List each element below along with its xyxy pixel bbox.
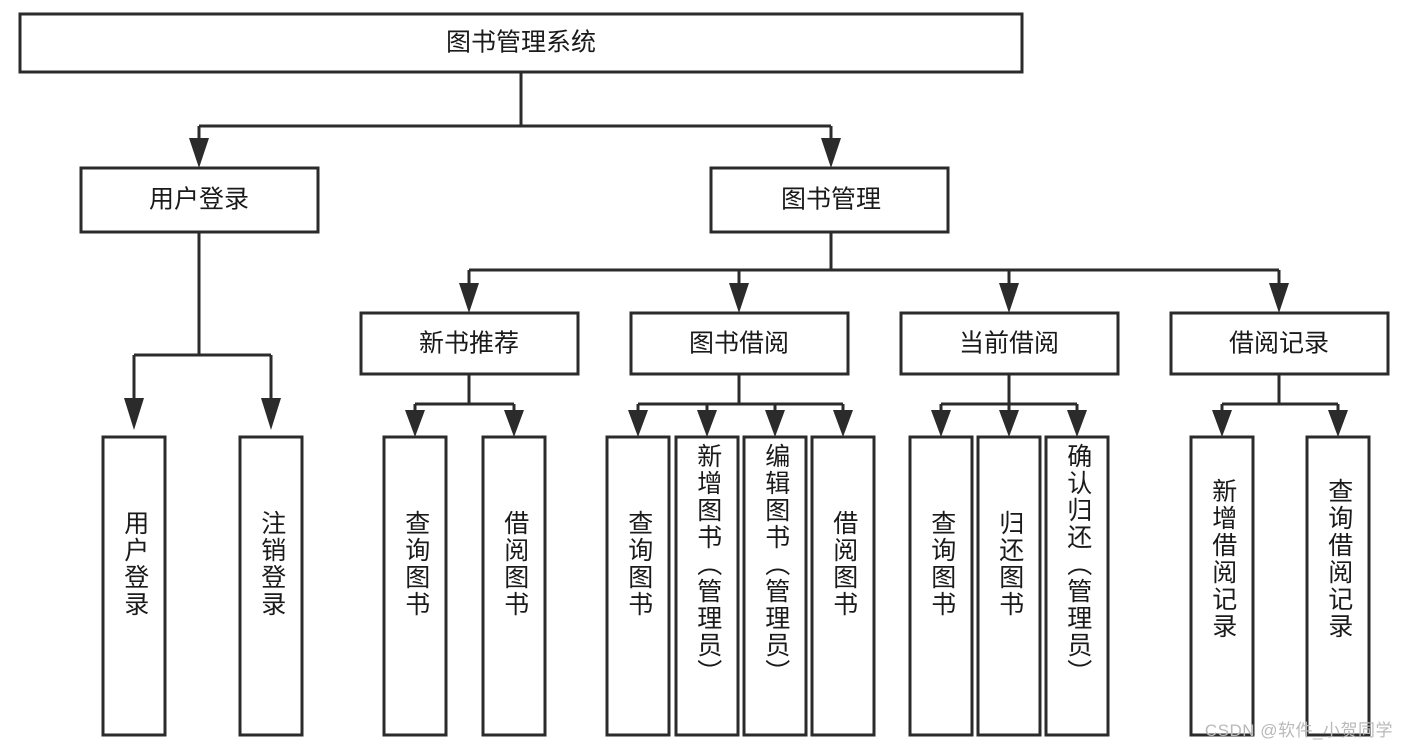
label-leaf-cur-confirm: 确认归还（管理员） [1063,443,1092,686]
node-box-leaf-rec-add[interactable] [1189,435,1255,737]
arrow-head-book-borrow [729,283,749,313]
label-leaf-rec-borrow: 借阅图书 [500,510,529,618]
label-leaf-borrow-add: 新增图书（管理员） [693,443,722,686]
connector-group-book-borrow [628,374,853,437]
label-root: 图书管理系统 [446,29,596,57]
arrow-head-leaf-rec-borrow [504,410,524,437]
node-box-leaf-cur-query[interactable] [908,435,974,737]
node-box-leaf-user-login[interactable] [101,435,167,737]
arrow-head-borrow-record [1269,283,1289,313]
arrow-head-leaf-cur-confirm [1067,410,1087,437]
label-leaf-user-login: 用户登录 [120,510,149,618]
connector-group-user-login [124,232,281,430]
node-box-book-manage[interactable] [709,166,950,234]
arrow-head-user-login [189,138,209,168]
label-new-book-rec: 新书推荐 [419,330,519,358]
node-box-new-book-rec[interactable] [359,311,580,376]
arrow-head-new-book-rec [459,283,479,313]
arrow-head-leaf-cur-return [999,410,1019,437]
arrow-head-leaf-borrow-edit [765,410,785,437]
label-leaf-user-logout: 注销登录 [257,510,286,618]
arrow-head-leaf-borrow-do [833,410,853,437]
node-box-leaf-borrow-query[interactable] [605,435,671,737]
label-leaf-borrow-edit: 编辑图书（管理员） [761,443,790,686]
connector-group-current-borrow [931,374,1087,437]
node-box-current-borrow[interactable] [899,311,1120,376]
label-current-borrow: 当前借阅 [959,330,1059,358]
label-leaf-rec-add: 新增借阅记录 [1208,478,1237,640]
label-leaf-cur-return: 归还图书 [995,510,1024,618]
arrow-head-leaf-borrow-query [628,410,648,437]
arrow-head-leaf-user-logout [261,398,281,430]
connector-group-new-book-rec [405,374,524,437]
arrow-head-leaf-rec-query2 [1328,410,1348,437]
label-book-borrow: 图书借阅 [689,330,789,358]
arrow-head-leaf-borrow-add [697,410,717,437]
arrow-head-current-borrow [999,283,1019,313]
label-leaf-cur-query: 查询图书 [927,510,956,618]
node-box-leaf-borrow-edit[interactable] [742,435,808,737]
label-leaf-borrow-do: 借阅图书 [829,510,858,618]
arrow-head-book-manage [821,138,841,168]
label-borrow-record: 借阅记录 [1229,330,1329,358]
arrow-head-leaf-rec-query [405,410,425,437]
label-book-manage: 图书管理 [781,186,881,214]
label-leaf-rec-query: 查询图书 [401,510,430,618]
connector-group-borrow-record [1212,374,1348,437]
node-box-leaf-rec-borrow[interactable] [481,435,547,737]
csdn-watermark: CSDN @软件_小贺同学 [1204,721,1393,740]
label-leaf-borrow-query: 查询图书 [624,510,653,618]
connector-group-root [189,72,841,168]
node-box-leaf-borrow-do[interactable] [810,435,876,737]
node-box-leaf-cur-return[interactable] [976,435,1042,737]
node-box-book-borrow[interactable] [629,311,850,376]
node-box-leaf-user-logout[interactable] [238,435,304,737]
node-box-leaf-borrow-add[interactable] [674,435,740,737]
node-box-leaf-rec-query2[interactable] [1305,435,1371,737]
label-leaf-rec-query2: 查询借阅记录 [1324,478,1353,640]
connector-group-book-manage [459,232,1289,313]
node-box-borrow-record[interactable] [1169,311,1390,376]
node-box-root[interactable] [18,12,1024,74]
arrow-head-leaf-rec-add [1212,410,1232,437]
arrow-head-leaf-user-login [124,398,144,430]
node-box-leaf-rec-query[interactable] [382,435,448,737]
node-box-user-login[interactable] [79,166,320,234]
node-box-leaf-cur-confirm[interactable] [1044,435,1110,737]
label-user-login: 用户登录 [149,186,249,214]
arrow-head-leaf-cur-query [931,410,951,437]
